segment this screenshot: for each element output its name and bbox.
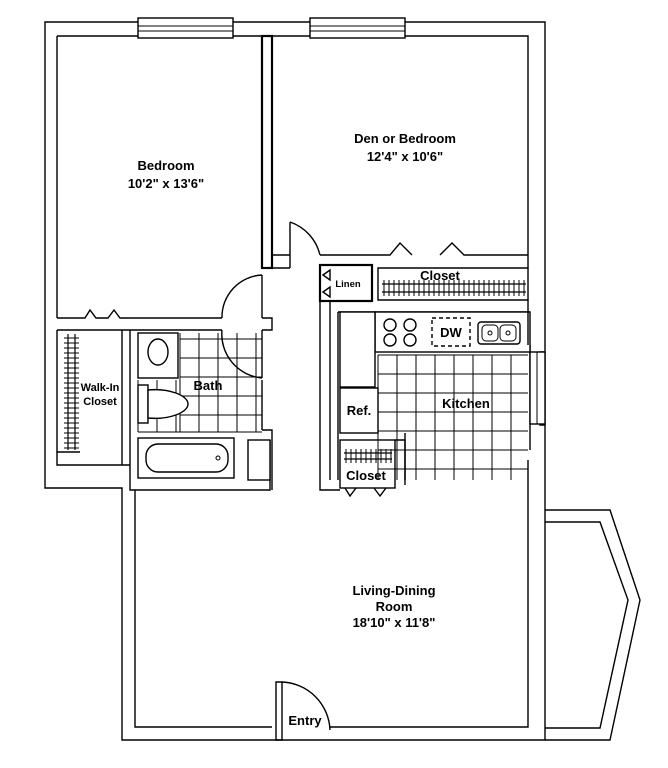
doors (221, 221, 331, 741)
kitchen-sink (477, 321, 521, 345)
linen-label: Linen (335, 279, 361, 290)
entry-label: Entry (288, 713, 322, 728)
interior-walls (56, 34, 531, 498)
bay-window (545, 509, 641, 741)
den-closet-hanger (382, 280, 526, 296)
kitchen-closet-label: Closet (346, 468, 386, 483)
kitchen-name: Kitchen (442, 396, 490, 411)
walk-in-label-2: Closet (83, 396, 117, 408)
bath-sink (147, 338, 169, 366)
stove-burner (403, 333, 417, 347)
stove-burner (383, 333, 397, 347)
bath-fixtures (137, 332, 271, 481)
windows (137, 17, 546, 425)
bath-vanity (137, 332, 179, 379)
walk-in-label-1: Walk-In (81, 382, 120, 394)
kitchen-closet-hanger (344, 449, 392, 463)
den-size: 12'4" x 10'6" (367, 149, 443, 164)
den-name: Den or Bedroom (354, 131, 456, 146)
den-closet-label: Closet (420, 268, 460, 283)
stove-burner (403, 318, 417, 332)
ref-label: Ref. (347, 403, 372, 418)
bath-name: Bath (194, 378, 223, 393)
kitchen-floor-tiles (377, 354, 528, 480)
room-labels: Bedroom 10'2" x 13'6" Den or Bedroom 12'… (81, 131, 490, 728)
living-name-1: Living-Dining (352, 583, 435, 598)
toilet (137, 384, 189, 424)
stove-burner (383, 318, 397, 332)
bedroom-name: Bedroom (137, 158, 194, 173)
dw-label: DW (440, 325, 462, 340)
kitchen-fixtures (383, 317, 521, 347)
walk-in-closet-hanger (64, 334, 79, 450)
exterior-walls (44, 21, 546, 741)
bedroom-size: 10'2" x 13'6" (128, 176, 204, 191)
living-name-2: Room (376, 599, 413, 614)
bathtub (137, 437, 235, 479)
living-size: 18'10" x 11'8" (353, 615, 436, 630)
dishwasher (431, 317, 471, 347)
